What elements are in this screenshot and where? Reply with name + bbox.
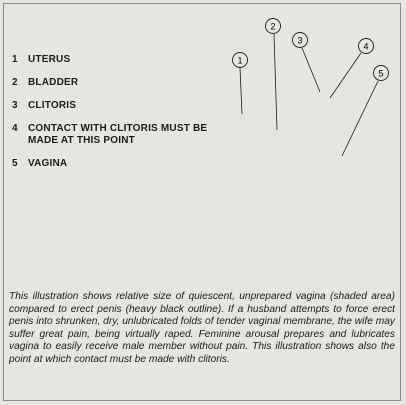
legend-number: 5	[12, 158, 18, 169]
callout-4: 4	[329, 38, 374, 99]
callout-2: 2	[265, 18, 281, 131]
legend-number: 1	[12, 54, 18, 65]
callout-1-number: 1	[237, 56, 242, 66]
legend-label: BLADDER	[28, 77, 79, 88]
callout-4-number: 4	[363, 42, 368, 52]
callout-5-number: 5	[378, 69, 383, 79]
legend-number: 2	[12, 77, 18, 88]
legend-number: 3	[12, 100, 18, 111]
callout-3-number: 3	[297, 36, 302, 46]
callout-3: 3	[292, 32, 321, 93]
legend-item-uterus: 1 UTERUS	[12, 54, 232, 66]
anatomical-figure-area: 1 2 3 4 5	[232, 18, 389, 157]
callout-5: 5	[341, 65, 389, 157]
figure-caption: This illustration shows relative size of…	[9, 291, 395, 365]
callout-1: 1	[232, 52, 248, 115]
figure-legend: 1 UTERUS 2 BLADDER 3 CLITORIS 4 CONTACT …	[12, 54, 232, 181]
legend-item-vagina: 5 VAGINA	[12, 158, 232, 170]
legend-label: CLITORIS	[28, 100, 77, 111]
callout-2-number: 2	[270, 22, 275, 32]
legend-item-clitoris: 3 CLITORIS	[12, 100, 232, 112]
illustration-frame	[3, 3, 401, 401]
legend-number: 4	[12, 123, 18, 134]
legend-label: VAGINA	[28, 158, 68, 169]
legend-item-contact-point: 4 CONTACT WITH CLITORIS MUST BE MADE AT …	[12, 123, 232, 147]
legend-label: UTERUS	[28, 54, 71, 65]
legend-item-bladder: 2 BLADDER	[12, 77, 232, 89]
legend-label: CONTACT WITH CLITORIS MUST BE MADE AT TH…	[28, 123, 208, 146]
